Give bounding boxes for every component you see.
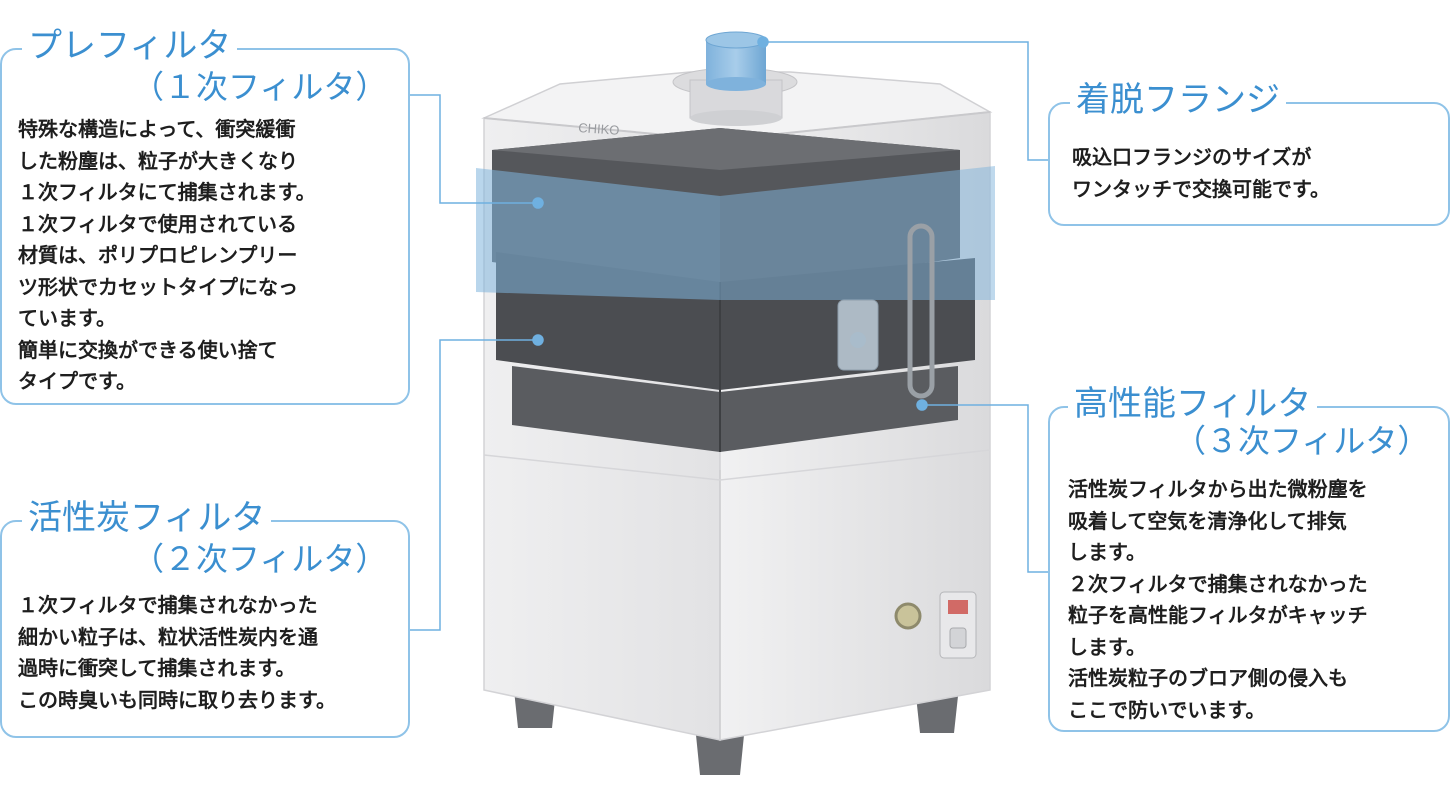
prefilter-title: プレフィルタ (22, 27, 238, 66)
flange-callout (1048, 102, 1450, 226)
filter-latch (837, 223, 935, 399)
carbon-filter-subtitle: （２次フィルタ） (128, 541, 392, 578)
control-panel (894, 591, 977, 659)
hepa-filter-description: 活性炭フィルタから出た微粉塵を 吸着して空気を清浄化して排気 します。 ２次フィ… (1068, 477, 1368, 722)
hepa-filter-title: 高性能フィルタ (1068, 385, 1318, 424)
carbon-filter-description: １次フィルタで捕集されなかった 細かい粒子は、粒状活性炭内を通 過時に衝突して捕… (18, 593, 336, 712)
leader-dot-carbon (532, 334, 544, 346)
prefilter-subtitle: （１次フィルタ） (128, 69, 392, 106)
leader-carbon (410, 339, 538, 631)
leader-flange (763, 41, 1048, 161)
leader-prefilter (410, 94, 538, 204)
leader-lines (410, 36, 1048, 631)
leader-dot-flange (757, 36, 769, 48)
leader-dot-prefilter (532, 197, 544, 209)
leader-hepa (922, 404, 1048, 573)
prefilter-description: 特殊な構造によって、衝突緩衝 した粉塵は、粒子が大きくなり １次フィルタにて捕集… (18, 117, 316, 393)
leader-dot-hepa (916, 399, 928, 411)
hepa-filter-callout (1048, 406, 1450, 732)
hepa-filter-subtitle: （３次フィルタ） (1170, 423, 1434, 460)
prefilter-callout (0, 48, 410, 405)
brand-logo: CHIKO (578, 120, 620, 138)
intake-flange (672, 31, 798, 126)
carbon-filter-title: 活性炭フィルタ (22, 499, 272, 538)
flange-title: 着脱フランジ (1070, 81, 1286, 120)
flange-description: 吸込口フランジのサイズが ワンタッチで交換可能です。 (1072, 145, 1330, 201)
